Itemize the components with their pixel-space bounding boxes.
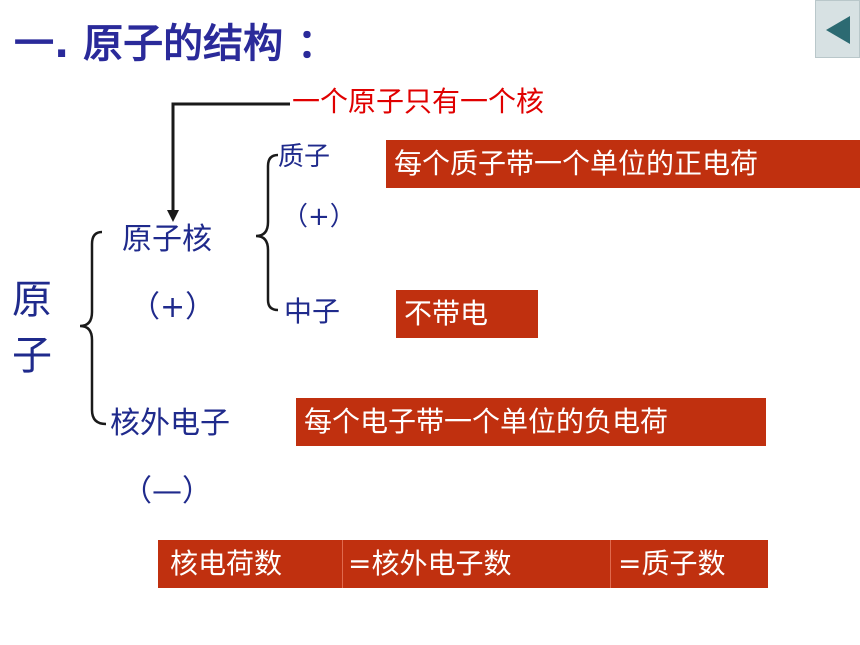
- back-button[interactable]: [815, 0, 860, 58]
- arrow-head-icon: [167, 210, 179, 222]
- atom-brace: [79, 230, 107, 426]
- proton-description-box: 每个质子带一个单位的正电荷: [386, 140, 860, 188]
- electron-description-box: 每个电子带一个单位的负电荷: [296, 398, 766, 446]
- triangle-left-icon: [826, 16, 850, 44]
- nucleus-arrow-line: [171, 102, 290, 212]
- electron-charge: （—）: [122, 474, 212, 509]
- nucleus-note: 一个原子只有一个核: [292, 85, 545, 118]
- summary-divider: [342, 540, 343, 588]
- summary-equation-box: 核电荷数 =核外电子数 =质子数: [158, 540, 768, 588]
- nucleus-charge: （+）: [130, 290, 216, 325]
- summary-divider: [610, 540, 611, 588]
- summary-proton-count: =质子数: [618, 547, 726, 580]
- nucleus-label: 原子核: [122, 222, 212, 257]
- proton-charge: （+）: [282, 202, 356, 232]
- proton-label: 质子: [278, 142, 331, 172]
- atom-label-char-1: 原: [12, 277, 52, 323]
- neutron-description-box: 不带电: [396, 290, 538, 338]
- neutron-label: 中子: [284, 295, 341, 328]
- nucleus-brace: [255, 153, 279, 312]
- electron-label: 核外电子: [110, 406, 230, 441]
- summary-nuclear-charge: 核电荷数: [170, 547, 283, 580]
- summary-electron-count: =核外电子数: [348, 547, 512, 580]
- page-title: 一. 原子的结构 ：: [14, 21, 338, 67]
- atom-label-char-2: 子: [12, 333, 52, 379]
